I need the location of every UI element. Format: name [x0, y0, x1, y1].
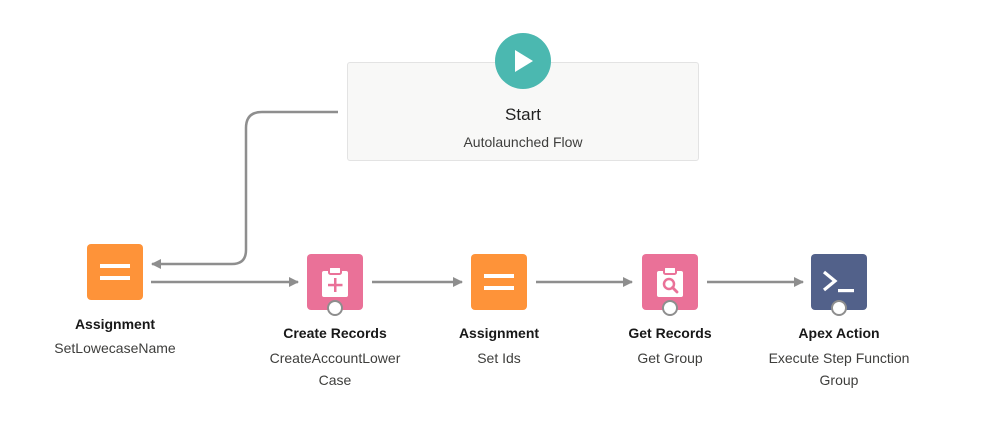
node-api-label: Get Group — [637, 350, 703, 366]
node-output-port[interactable] — [662, 300, 678, 316]
create-records-icon — [322, 266, 348, 297]
get-records-icon — [657, 266, 683, 297]
play-icon — [515, 50, 533, 72]
node-api-label-line2: Group — [819, 372, 859, 388]
assignment-icon — [100, 264, 130, 280]
node-api-label: SetLowecaseName — [54, 340, 176, 356]
node-api-label: Set Ids — [477, 350, 521, 366]
node-type-label: Apex Action — [798, 325, 880, 341]
start-element[interactable] — [495, 33, 551, 89]
node-output-port[interactable] — [327, 300, 343, 316]
apex-action-icon — [822, 270, 854, 293]
node-type-label: Create Records — [283, 325, 387, 341]
node-api-label-line1: CreateAccountLower — [269, 350, 401, 366]
assignment-node-set-ids[interactable] — [471, 254, 527, 310]
connector-start-to-assignment — [151, 110, 338, 269]
node-type-label: Assignment — [458, 325, 540, 341]
node-type-label: Get Records — [628, 325, 712, 341]
start-subtitle: Autolaunched Flow — [463, 134, 583, 150]
node-api-label-line1: Execute Step Function — [768, 350, 910, 366]
assignment-icon — [484, 274, 514, 290]
node-output-port[interactable] — [831, 300, 847, 316]
start-title: Start — [505, 105, 541, 124]
node-type-label: Assignment — [74, 316, 156, 332]
node-api-label-line2: Case — [318, 372, 352, 388]
assignment-node-setlowecasename[interactable] — [87, 244, 143, 300]
